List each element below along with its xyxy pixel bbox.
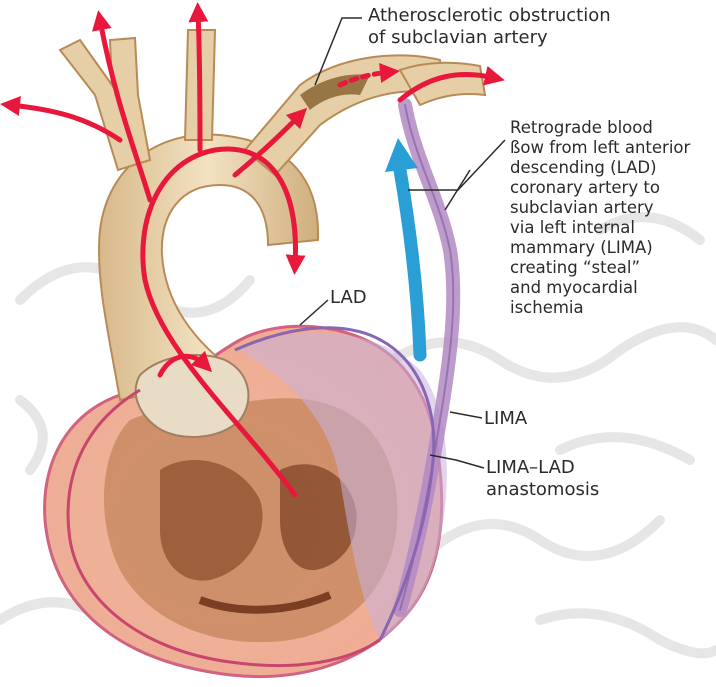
label-lad: LAD — [330, 287, 367, 309]
label-line: anastomosis — [486, 479, 599, 501]
label-line: ßow from left anterior — [510, 138, 690, 158]
label-line: ischemia — [510, 298, 690, 318]
label-retrograde-flow: Retrograde blood ßow from left anterior … — [510, 118, 690, 318]
label-lima-lad-anastomosis: LIMA–LAD anastomosis — [486, 457, 599, 501]
label-line: Retrograde blood — [510, 118, 690, 138]
label-line: LIMA–LAD — [486, 457, 599, 479]
label-line: creating “steal” — [510, 258, 690, 278]
label-line: descending (LAD) — [510, 158, 690, 178]
label-line: and myocardial — [510, 278, 690, 298]
retrograde-flow-arrow — [385, 138, 420, 355]
leader-lad — [300, 300, 328, 325]
label-line: coronary artery to — [510, 178, 690, 198]
leader-lima — [450, 412, 482, 418]
label-lima: LIMA — [484, 408, 527, 430]
label-line: Atherosclerotic obstruction — [368, 5, 611, 27]
label-line: subclavian artery — [510, 198, 690, 218]
label-line: mammary (LIMA) — [510, 238, 690, 258]
label-line: of subclavian artery — [368, 27, 611, 49]
label-line: via left internal — [510, 218, 690, 238]
subclavian-distal — [400, 63, 485, 105]
label-subclavian-obstruction: Atherosclerotic obstruction of subclavia… — [368, 5, 611, 49]
